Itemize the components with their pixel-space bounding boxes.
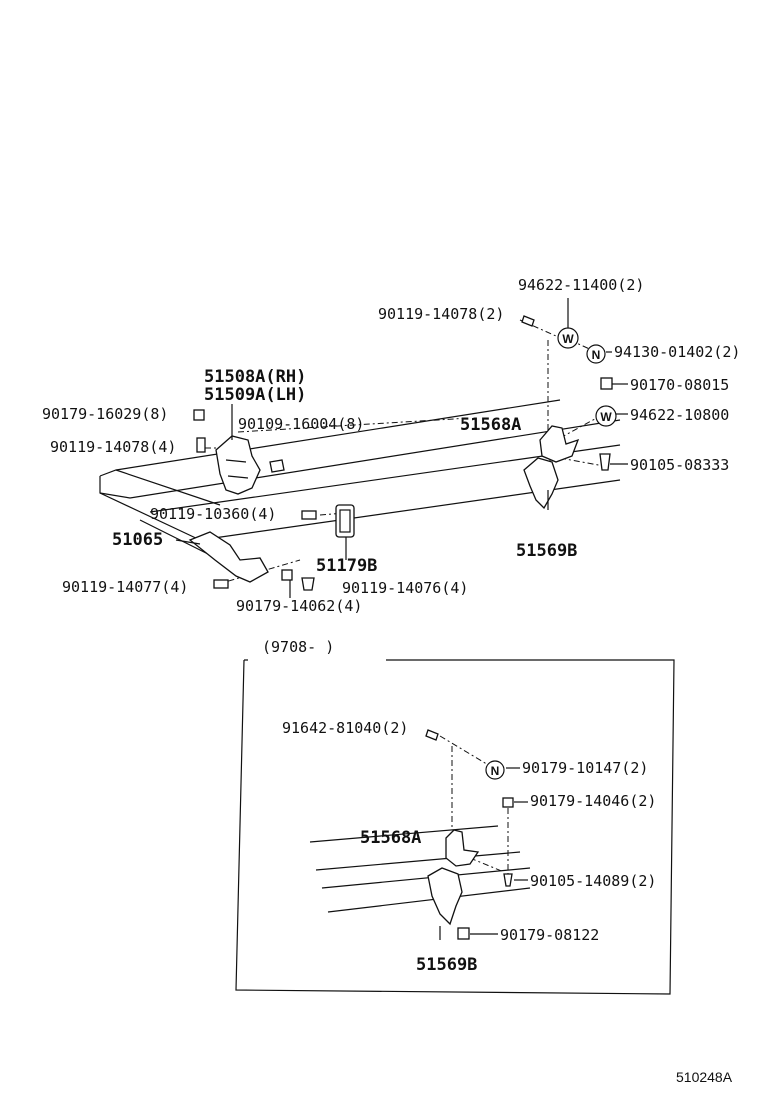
part-label: 90119-14078(4) (50, 438, 176, 456)
part-label: 90119-14076(4) (342, 579, 468, 597)
leader-lines-inset (439, 767, 528, 940)
nut-icon: N (586, 344, 606, 364)
washer-icon: W (557, 327, 579, 349)
part-label: 90119-14078(2) (378, 305, 504, 323)
inset-box: (9708- ) (235, 638, 675, 995)
part-label: 90170-08015 (630, 376, 729, 394)
part-label: 90179-16029(8) (42, 405, 168, 423)
svg-text:N: N (592, 348, 601, 362)
part-label: 51568A (360, 828, 421, 848)
svg-text:W: W (562, 332, 574, 346)
bracket-51568A-inset (445, 829, 480, 867)
part-label: 90119-14077(4) (62, 578, 188, 596)
bracket-51568A-top (539, 425, 580, 463)
bumper-51179B (335, 504, 355, 538)
inset-dashed-leaders (439, 735, 509, 880)
fasteners-inset (425, 729, 514, 940)
part-label: 94622-10800 (630, 406, 729, 424)
svg-text:N: N (491, 764, 500, 778)
part-label: 51065 (112, 530, 163, 550)
part-label: 90105-08333 (630, 456, 729, 474)
part-label: 51179B (316, 556, 377, 576)
bracket-51508A (215, 435, 261, 495)
part-label: 51508A(RH) (204, 367, 306, 387)
leader-lines-upper (175, 298, 628, 598)
part-label: 90179-08122 (500, 926, 599, 944)
diagram-code: 510248A (676, 1069, 733, 1085)
part-label: 94622-11400(2) (518, 276, 644, 294)
part-label: 51569B (416, 955, 477, 975)
part-label: 90179-10147(2) (522, 759, 648, 777)
fasteners-upper (193, 315, 613, 591)
part-label: 90109-16004(8) (238, 415, 364, 433)
part-label: 51509A(LH) (204, 385, 306, 405)
part-label: 90179-14062(4) (236, 597, 362, 615)
part-label: 90179-14046(2) (530, 792, 656, 810)
svg-text:W: W (600, 410, 612, 424)
part-label: 94130-01402(2) (614, 343, 740, 361)
part-label: 51569B (516, 541, 577, 561)
part-label: 51568A (460, 415, 521, 435)
frame-rails (99, 399, 621, 561)
part-label: 91642-81040(2) (282, 719, 408, 737)
part-label: 90119-10360(4) (150, 505, 276, 523)
inset-date-range: (9708- ) (262, 638, 334, 656)
washer-icon: W (595, 405, 617, 427)
inset-rails (309, 825, 531, 913)
bracket-51569B-top (523, 457, 559, 510)
part-label: 90105-14089(2) (530, 872, 656, 890)
bracket-51065 (188, 531, 269, 583)
bracket-51569B-inset (427, 867, 463, 926)
nut-icon: N (485, 760, 505, 780)
